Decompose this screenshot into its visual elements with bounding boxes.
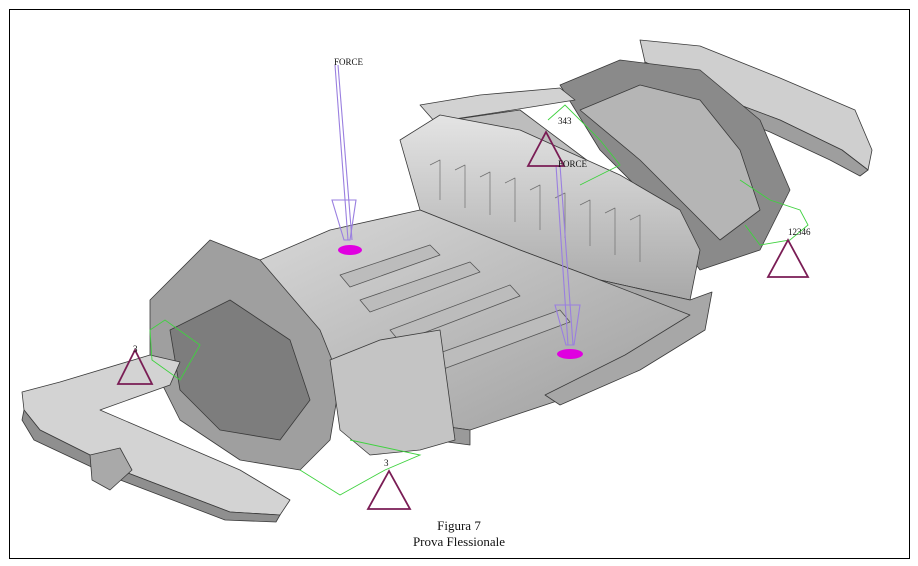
- constraint-front-bottom: [366, 469, 412, 510]
- spring-links: [149, 104, 809, 496]
- constraint-front-left: [116, 347, 154, 385]
- force-patch: [338, 245, 362, 255]
- force-load-2: [554, 164, 583, 359]
- constraints: [116, 130, 810, 510]
- figure-caption: Figura 7 Prova Flessionale: [0, 518, 918, 550]
- tow-hook-block: [89, 447, 133, 491]
- constraint-label-front-left: 3: [133, 344, 138, 354]
- force-label-2: FORCE: [558, 159, 588, 169]
- rear-frame-detail: [579, 84, 761, 241]
- constraint-rear-left: [526, 130, 566, 167]
- constraint-label-front-bottom: 3: [384, 458, 389, 468]
- force-load-1: [331, 64, 362, 255]
- side-sill-right: [544, 279, 713, 406]
- force-arrow-head: [554, 304, 581, 346]
- caption-title: Prova Flessionale: [412, 534, 506, 549]
- constraint-rear-right: [766, 238, 810, 278]
- front-suspension: [169, 299, 311, 441]
- front-upright: [329, 329, 456, 456]
- floor-cross-members: [339, 244, 571, 375]
- force-label-1: FORCE: [334, 57, 364, 67]
- force-arrow-line: [334, 64, 349, 241]
- chassis-model: [21, 39, 873, 523]
- force-arrow-line: [555, 164, 569, 346]
- force-arrow-head: [331, 199, 357, 241]
- constraint-label-rear-left: 343: [558, 116, 572, 126]
- constraint-label-rear-right: 12346: [788, 227, 811, 237]
- force-patch: [557, 349, 583, 359]
- firewall-ribs: [429, 159, 641, 262]
- caption-figure-number: Figura 7: [437, 518, 481, 533]
